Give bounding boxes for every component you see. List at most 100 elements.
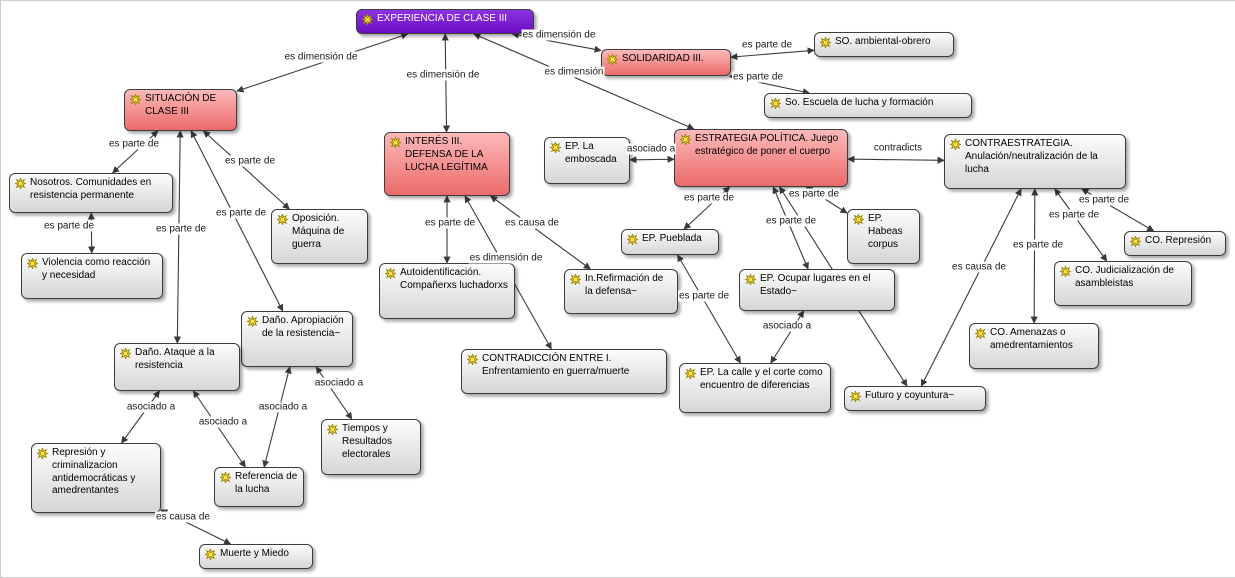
node-so_escuela[interactable]: So. Escuela de lucha y formación bbox=[764, 93, 972, 118]
edge-situacion-experiencia[interactable] bbox=[237, 34, 408, 91]
node-label: EP. La calle y el corte como encuentro d… bbox=[700, 367, 825, 393]
node-futuro[interactable]: Futuro y coyuntura~ bbox=[844, 386, 986, 411]
node-label: Daño. Apropiación de la resistencia~ bbox=[262, 315, 347, 341]
code-icon bbox=[550, 142, 561, 158]
node-contraestrategia[interactable]: CONTRAESTRATEGIA. Anulación/neutralizaci… bbox=[944, 134, 1126, 189]
node-autoident[interactable]: Autoidentificación. Compañerxs luchadorx… bbox=[379, 263, 515, 319]
edge-dano_apropiacion-tiempos[interactable] bbox=[316, 367, 352, 419]
edge-co_amenazas-contraestrategia[interactable] bbox=[1034, 189, 1035, 323]
edge-dano_ataque-situacion[interactable] bbox=[177, 131, 180, 343]
edge-label[interactable]: es dimensión bbox=[544, 67, 605, 78]
code-icon bbox=[27, 258, 38, 274]
node-violencia[interactable]: Violencia como reacción y necesidad bbox=[21, 253, 163, 299]
node-label: Autoidentificación. Compañerxs luchadorx… bbox=[400, 267, 509, 293]
node-estrategia[interactable]: ESTRATEGIA POLÍTICA. Juego estratégico d… bbox=[674, 129, 848, 187]
node-oposicion[interactable]: Oposición. Máquina de guerra bbox=[271, 209, 368, 264]
node-tiempos[interactable]: Tiempos y Resultados electorales bbox=[321, 419, 421, 475]
edge-interes-experiencia[interactable] bbox=[445, 34, 446, 132]
code-icon bbox=[362, 14, 373, 30]
edge-label[interactable]: es dimensión de bbox=[522, 30, 597, 41]
code-icon bbox=[1130, 236, 1141, 252]
node-nosotros[interactable]: Nosotros. Comunidades en resistencia per… bbox=[9, 173, 173, 213]
node-so_ambiental[interactable]: SO. ambiental-obrero bbox=[814, 32, 954, 57]
edge-label[interactable]: es parte de bbox=[1012, 240, 1064, 251]
edge-label[interactable]: asociado a bbox=[626, 144, 676, 155]
edge-label[interactable]: es dimensión de bbox=[469, 253, 544, 264]
edge-dano_ataque-represion_crim[interactable] bbox=[122, 391, 160, 443]
edge-label[interactable]: es parte de bbox=[741, 40, 793, 51]
node-inrefirmacion[interactable]: In.Refirmación de la defensa~ bbox=[564, 269, 678, 314]
code-icon bbox=[467, 354, 478, 370]
edge-estrategia-contraestrategia[interactable] bbox=[848, 159, 944, 160]
node-label: Represión y criminalizacion antidemocrát… bbox=[52, 447, 155, 498]
node-pueblada[interactable]: EP. Pueblada bbox=[621, 229, 719, 255]
node-interes[interactable]: INTERÉS III. DEFENSA DE LA LUCHA LEGÍTIM… bbox=[384, 132, 510, 196]
edge-label[interactable]: es parte de bbox=[215, 208, 267, 219]
node-experiencia[interactable]: EXPERIENCIA DE CLASE III bbox=[356, 9, 534, 34]
code-icon bbox=[853, 214, 864, 230]
node-label: So. Escuela de lucha y formación bbox=[785, 97, 933, 110]
edge-label[interactable]: es parte de bbox=[424, 218, 476, 229]
edge-label[interactable]: asociado a bbox=[314, 378, 364, 389]
edge-label[interactable]: es parte de bbox=[732, 72, 784, 83]
edge-label[interactable]: es parte de bbox=[678, 291, 730, 302]
edge-label[interactable]: es causa de bbox=[951, 262, 1007, 273]
code-icon bbox=[130, 94, 141, 110]
edge-dano_ataque-referencia[interactable] bbox=[193, 391, 245, 467]
edge-label[interactable]: es parte de bbox=[108, 139, 160, 150]
edge-so_ambiental-solidaridad[interactable] bbox=[731, 50, 814, 57]
node-label: Tiempos y Resultados electorales bbox=[342, 423, 415, 461]
edge-label[interactable]: es parte de bbox=[765, 216, 817, 227]
edge-emboscada-estrategia[interactable] bbox=[630, 159, 674, 160]
node-muerte[interactable]: Muerte y Miedo bbox=[199, 544, 313, 569]
edge-label[interactable]: asociado a bbox=[762, 321, 812, 332]
code-icon bbox=[820, 37, 831, 53]
edge-label[interactable]: es dimensión de bbox=[284, 52, 359, 63]
node-contradiccion[interactable]: CONTRADICCIÓN ENTRE I. Enfrentamiento en… bbox=[461, 349, 667, 394]
code-icon bbox=[850, 391, 861, 407]
edge-label[interactable]: es parte de bbox=[155, 224, 207, 235]
edge-label[interactable]: es causa de bbox=[155, 512, 211, 523]
node-solidaridad[interactable]: SOLIDARIDAD III. bbox=[601, 49, 731, 76]
node-situacion[interactable]: SITUACIÓN DE CLASE III bbox=[124, 89, 237, 131]
node-dano_ataque[interactable]: Daño. Ataque a la resistencia bbox=[114, 343, 240, 391]
node-label: ESTRATEGIA POLÍTICA. Juego estratégico d… bbox=[695, 133, 842, 159]
edge-label[interactable]: asociado a bbox=[258, 402, 308, 413]
node-represion_crim[interactable]: Represión y criminalizacion antidemocrát… bbox=[31, 443, 161, 513]
edge-ocupar-la_calle[interactable] bbox=[771, 311, 804, 363]
code-icon bbox=[950, 139, 961, 155]
node-referencia[interactable]: Referencia de la lucha bbox=[214, 467, 304, 507]
edge-oposicion-situacion[interactable] bbox=[204, 131, 290, 209]
edge-label[interactable]: es parte de bbox=[683, 193, 735, 204]
edge-label[interactable]: es parte de bbox=[224, 156, 276, 167]
edge-label[interactable]: asociado a bbox=[126, 402, 176, 413]
node-emboscada[interactable]: EP. La emboscada bbox=[544, 137, 630, 184]
node-co_judicializacion[interactable]: CO. Judicialización de asambleistas bbox=[1054, 261, 1192, 306]
node-habeas[interactable]: EP. Habeas corpus bbox=[847, 209, 920, 264]
edge-label[interactable]: es dimensión de bbox=[406, 70, 481, 81]
edge-label[interactable]: es parte de bbox=[43, 221, 95, 232]
node-ocupar[interactable]: EP. Ocupar lugares en el Estado~ bbox=[739, 269, 895, 311]
code-icon bbox=[247, 316, 258, 332]
edge-label[interactable]: asociado a bbox=[198, 417, 248, 428]
edge-label[interactable]: es parte de bbox=[788, 189, 840, 200]
node-co_represion[interactable]: CO. Represión bbox=[1124, 231, 1226, 256]
code-icon bbox=[220, 472, 231, 488]
code-icon bbox=[327, 424, 338, 440]
edge-la_calle-pueblada[interactable] bbox=[678, 255, 741, 363]
edge-dano_apropiacion-referencia[interactable] bbox=[264, 367, 290, 467]
edge-label[interactable]: es parte de bbox=[1078, 195, 1130, 206]
node-la_calle[interactable]: EP. La calle y el corte como encuentro d… bbox=[679, 363, 831, 413]
edge-label[interactable]: contradicts bbox=[873, 143, 923, 154]
node-label: CO. Amenazas o amedrentamientos bbox=[990, 327, 1093, 353]
code-icon bbox=[1060, 266, 1071, 282]
node-label: Nosotros. Comunidades en resistencia per… bbox=[30, 177, 167, 203]
node-dano_apropiacion[interactable]: Daño. Apropiación de la resistencia~ bbox=[241, 311, 353, 367]
code-icon bbox=[627, 234, 638, 250]
node-co_amenazas[interactable]: CO. Amenazas o amedrentamientos bbox=[969, 323, 1099, 369]
code-icon bbox=[205, 549, 216, 565]
edge-label[interactable]: es parte de bbox=[1048, 210, 1100, 221]
edge-label[interactable]: es causa de bbox=[504, 218, 560, 229]
edge-nosotros-situacion[interactable] bbox=[113, 131, 158, 173]
